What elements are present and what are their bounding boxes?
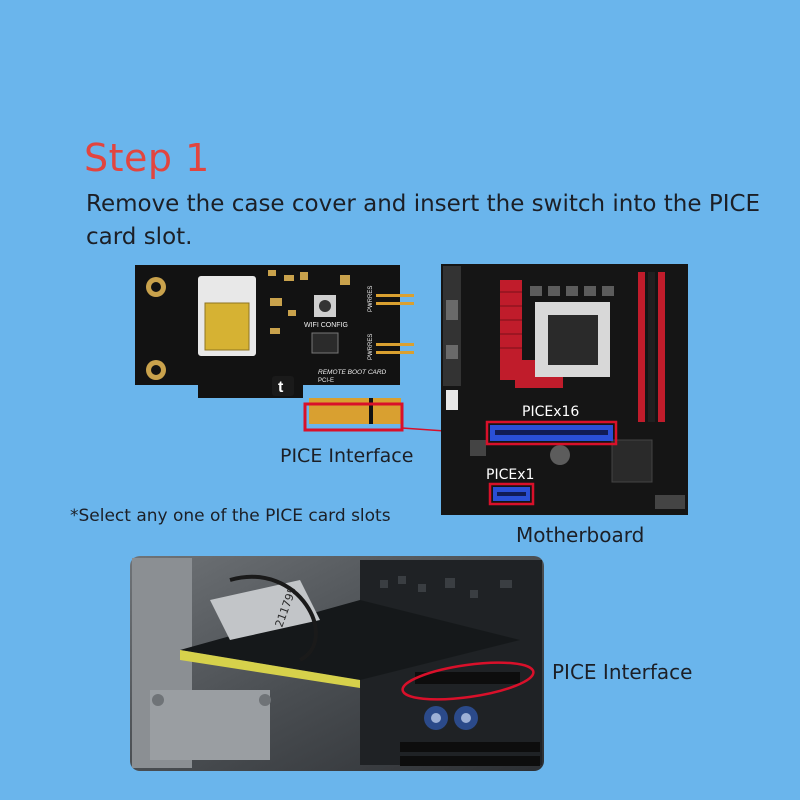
photo-slots — [400, 742, 540, 766]
header-pins-bottom — [376, 343, 414, 354]
logo-letter: t — [278, 379, 284, 396]
step-instruction: Remove the case cover and insert the swi… — [86, 191, 761, 250]
photo-cable — [229, 574, 318, 662]
controller-chip — [311, 332, 339, 354]
silkscreen-board-name: REMOTE BOOT CARD — [318, 369, 387, 376]
slot-x16-label: PICEx16 — [522, 404, 579, 420]
silkscreen-wifi-config: WIFI CONFIG — [304, 322, 348, 329]
photo-interface-highlight — [401, 661, 535, 701]
ram-slots — [638, 272, 665, 422]
slot-note: *Select any one of the PICE card slots — [70, 506, 391, 526]
silkscreen-pwr-top: PWRRES — [368, 286, 374, 312]
header-pins-top — [376, 294, 414, 305]
photo-interface-label: PICE Interface — [552, 660, 693, 684]
slot-x1-label: PICEx1 — [486, 467, 534, 483]
photo-wifi-module — [210, 580, 320, 640]
gold-edge-connector — [309, 398, 401, 424]
pcie-x1-highlight — [488, 482, 535, 506]
motherboard-caption: Motherboard — [516, 523, 645, 547]
capacitors — [424, 706, 478, 730]
silkscreen-model: PCI-E — [318, 378, 334, 384]
chipset — [611, 439, 653, 483]
photo-card — [180, 600, 520, 680]
card-interface-label: PICE Interface — [280, 445, 414, 467]
silkscreen-pwr-bottom: PWRRES — [368, 334, 374, 360]
step-title: Step 1 — [84, 136, 210, 180]
tuya-logo-icon — [272, 376, 294, 396]
card-interface-highlight — [303, 402, 404, 432]
pcie-x16-highlight — [485, 420, 618, 446]
